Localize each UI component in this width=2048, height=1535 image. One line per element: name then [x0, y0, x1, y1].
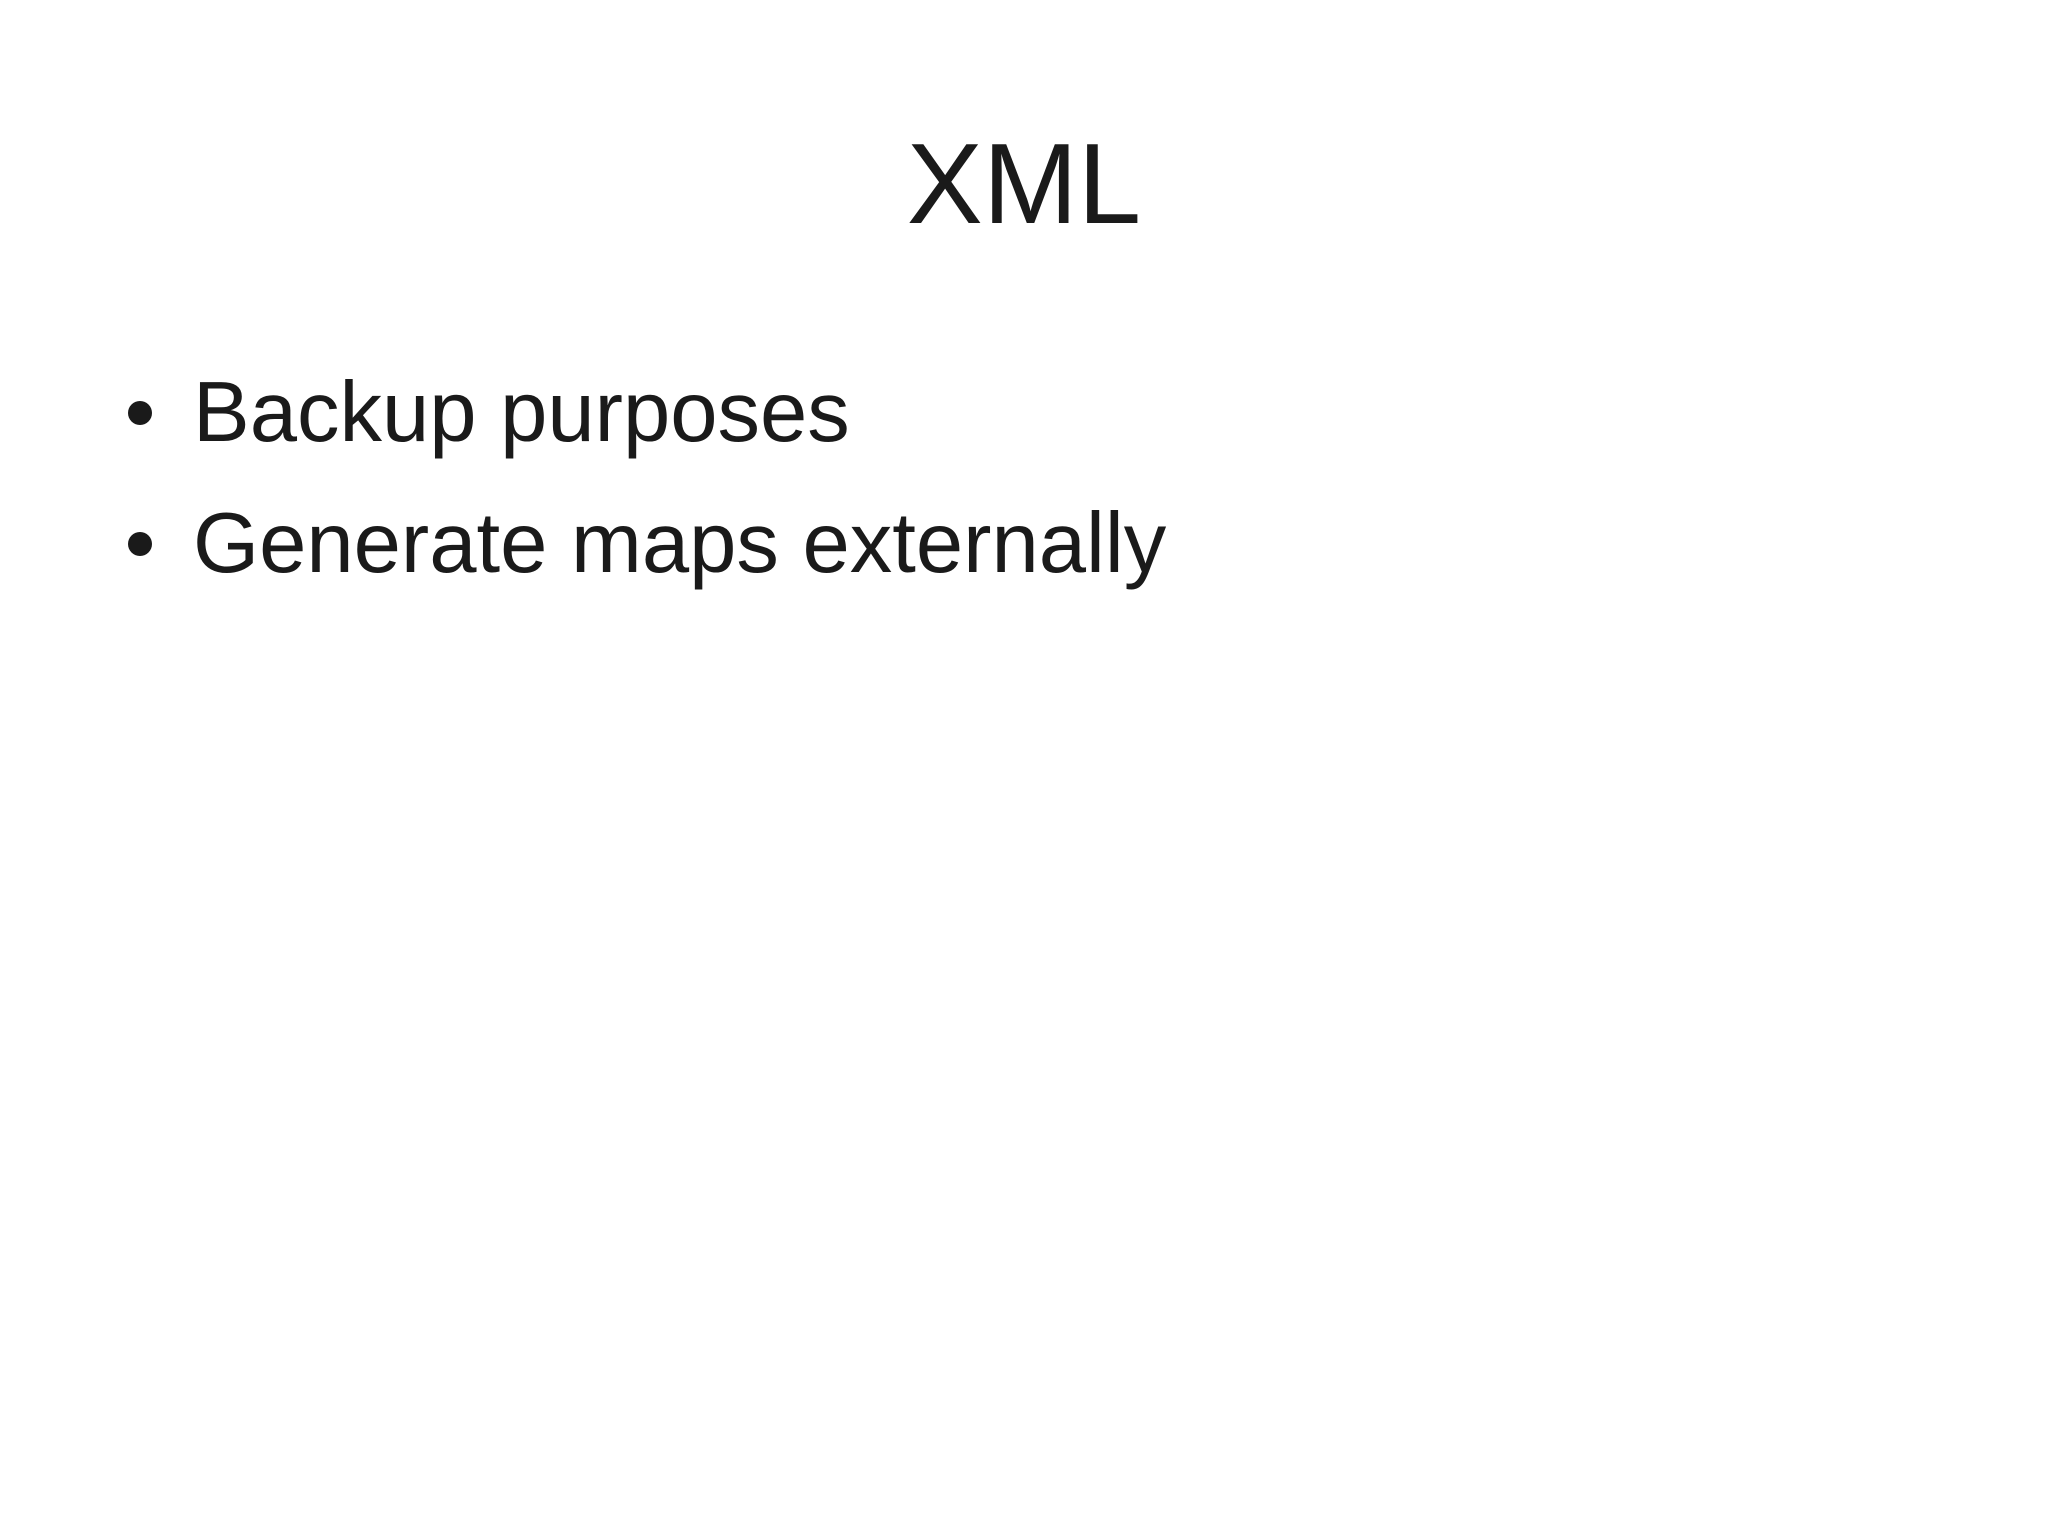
- slide-title: XML: [906, 121, 1142, 248]
- list-item: Backup purposes: [0, 363, 2048, 463]
- bullet-text: Generate maps externally: [193, 496, 1167, 591]
- bullet-icon: [128, 532, 152, 556]
- bullet-icon: [128, 401, 152, 425]
- list-item: Generate maps externally: [0, 494, 2048, 594]
- bullet-text: Backup purposes: [193, 365, 850, 460]
